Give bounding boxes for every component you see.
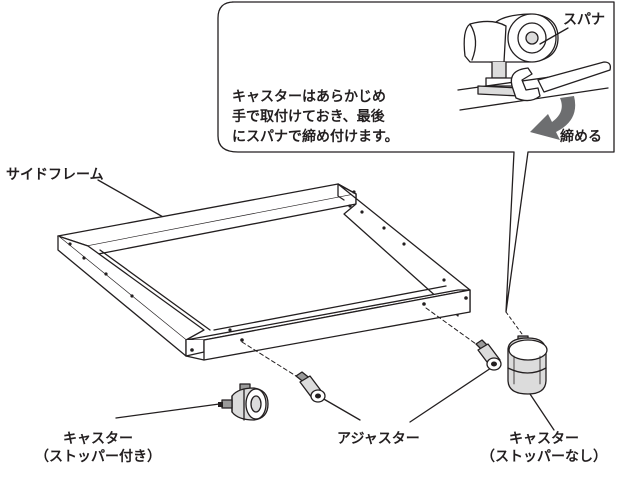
caster-no-stopper-leader xyxy=(529,393,555,431)
frame xyxy=(57,183,471,361)
callout-caster xyxy=(457,13,609,111)
adjuster-left xyxy=(295,371,326,403)
adjuster-leader-right xyxy=(409,365,495,423)
spanner-icon xyxy=(510,61,612,102)
caster-no-stopper-label: キャスター （ストッパーなし） xyxy=(474,430,614,466)
adjuster-leader-left xyxy=(321,397,361,421)
tighten-label: 締める xyxy=(560,129,602,145)
caster-stopper-leader xyxy=(115,401,235,419)
caster-no-stopper-label-line-2: （ストッパーなし） xyxy=(481,449,607,465)
caster-stopper-label-line-2: （ストッパー付き） xyxy=(35,449,161,465)
caster-no-stopper xyxy=(507,335,548,395)
caster-no-stopper-label-line-1: キャスター xyxy=(509,431,579,447)
callout-line-1: キャスターはあらかじめ xyxy=(232,89,386,105)
tighten-arrow-icon xyxy=(530,96,576,140)
side-frame-label: サイドフレーム xyxy=(6,167,104,183)
adjuster-label: アジャスター xyxy=(337,431,420,447)
caster-stopper-label-line-1: キャスター xyxy=(63,431,133,447)
caster-with-stopper xyxy=(218,383,269,421)
spanner-label: スパナ xyxy=(563,12,605,28)
callout-line-3: にスパナで締め付けます。 xyxy=(232,129,399,145)
adjuster-right xyxy=(475,339,502,371)
callout-line-2: 手で取付けておき、最後 xyxy=(232,109,385,125)
caster-stopper-label: キャスター （ストッパー付き） xyxy=(14,430,182,466)
